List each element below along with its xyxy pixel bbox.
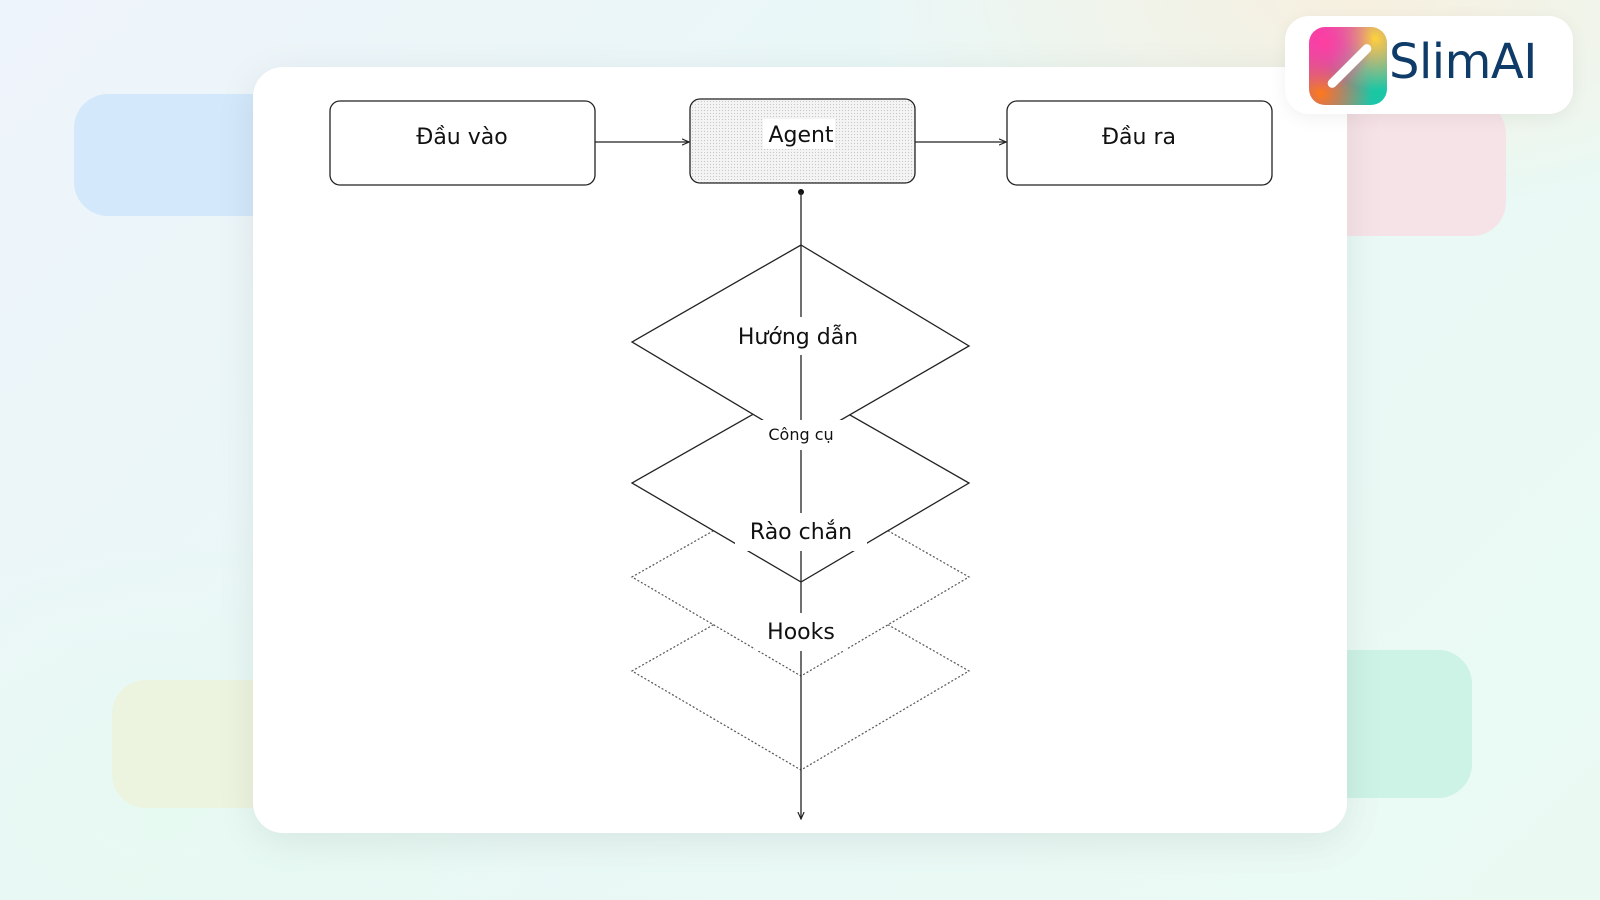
layer-hooks-label: Hooks [767, 620, 835, 645]
agent-node: Agent [689, 98, 916, 184]
layer-guardrails-label: Rào chắn [750, 520, 852, 545]
layer-tools-label: Công cụ [768, 425, 833, 444]
agent-label: Agent [768, 123, 833, 148]
slimai-logo: SlimAI [1285, 16, 1573, 114]
input-label: Đầu vào [416, 125, 507, 150]
output-label: Đầu ra [1102, 125, 1176, 150]
diagram-card: Đầu vào Agent Đầu ra Hướng dẫn Công cụ [253, 67, 1347, 833]
slimai-logo-icon [1309, 27, 1387, 105]
input-node: Đầu vào [329, 100, 596, 186]
output-node: Đầu ra [1006, 100, 1273, 186]
agent-diagram: Đầu vào Agent Đầu ra Hướng dẫn Công cụ [329, 98, 1273, 833]
logo-brand-text: SlimAI [1389, 34, 1537, 90]
layer-instructions-label: Hướng dẫn [738, 324, 858, 350]
